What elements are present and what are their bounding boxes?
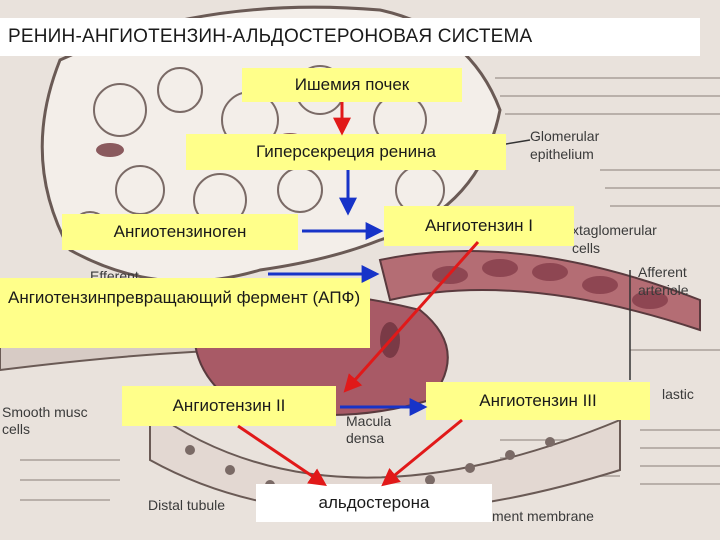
bg-label-densa: densa [346, 430, 385, 446]
bg-label-basement-membrane: ment membrane [492, 508, 594, 524]
diagram-title: РЕНИН-АНГИОТЕНЗИН-АЛЬДОСТЕРОНОВАЯ СИСТЕМ… [0, 18, 700, 56]
bg-label-juxtaglomerular-cells: cells [572, 240, 601, 256]
bg-label-distal-tubule: Distal tubule [148, 497, 226, 513]
node-ace-enzyme: Ангиотензинпревращающий фермент (АПФ) [0, 278, 370, 348]
bg-label-epithelium: epithelium [530, 146, 594, 162]
bg-label-arteriole: arteriole [638, 282, 689, 298]
page-text-texture [20, 77, 720, 501]
bg-label-glomerular: Glomerular [530, 128, 600, 144]
node-angiotensin-1: Ангиотензин I [384, 206, 574, 246]
bg-label-smooth-muscle: Smooth musc [2, 404, 88, 420]
node-kidney-ischemia: Ишемия почек [242, 68, 462, 102]
node-angiotensin-3: Ангиотензин III [426, 382, 650, 420]
bg-label-smooth-muscle-cells: cells [2, 421, 31, 437]
node-angiotensin-2: Ангиотензин II [122, 386, 336, 426]
node-renin-hypersecretion: Гиперсекреция ренина [186, 134, 506, 170]
bg-label-elastic: lastic [662, 386, 694, 402]
node-aldosterone: альдостерона [256, 484, 492, 522]
bg-label-juxtaglomerular: xtaglomerular [572, 222, 657, 238]
bg-label-afferent: Afferent [638, 264, 687, 280]
bg-label-macula: Macula [346, 413, 392, 429]
node-angiotensinogen: Ангиотензиноген [62, 214, 298, 250]
